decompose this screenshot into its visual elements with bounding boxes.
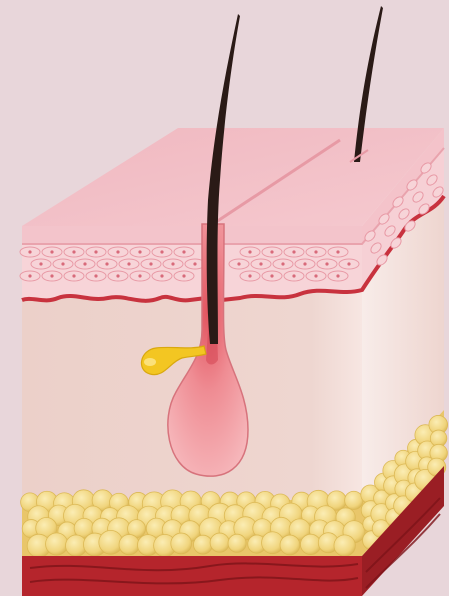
cell-nucleus: [270, 274, 273, 277]
cell-nucleus: [325, 262, 328, 265]
cell-nucleus: [50, 250, 53, 253]
cell-nucleus: [61, 262, 64, 265]
cell-nucleus: [28, 274, 31, 277]
cell-nucleus: [105, 262, 108, 265]
cell-nucleus: [116, 250, 119, 253]
cell-nucleus: [347, 262, 350, 265]
cell-nucleus: [39, 262, 42, 265]
epidermis-front: [22, 226, 362, 244]
cell-nucleus: [83, 262, 86, 265]
fat-lobule: [345, 491, 363, 509]
fat-lobule: [210, 533, 229, 552]
cell-nucleus: [182, 250, 185, 253]
cell-nucleus: [314, 274, 317, 277]
fat-lobule: [46, 533, 68, 555]
cell-nucleus: [138, 250, 141, 253]
cell-nucleus: [94, 274, 97, 277]
fat-lobule: [193, 535, 212, 554]
cell-nucleus: [149, 262, 152, 265]
cell-nucleus: [182, 274, 185, 277]
fat-lobule: [300, 534, 320, 554]
cell-nucleus: [281, 262, 284, 265]
cell-nucleus: [336, 274, 339, 277]
cell-nucleus: [138, 274, 141, 277]
cell-nucleus: [193, 262, 196, 265]
cell-nucleus: [72, 274, 75, 277]
fat-lobule: [171, 533, 192, 554]
cell-nucleus: [314, 250, 317, 253]
fat-lobule: [119, 534, 139, 554]
cell-nucleus: [171, 262, 174, 265]
cell-nucleus: [336, 250, 339, 253]
cell-nucleus: [127, 262, 130, 265]
cell-nucleus: [259, 262, 262, 265]
cell-nucleus: [160, 274, 163, 277]
cell-nucleus: [72, 250, 75, 253]
cell-nucleus: [248, 250, 251, 253]
cell-nucleus: [160, 250, 163, 253]
cell-nucleus: [248, 274, 251, 277]
cell-nucleus: [116, 274, 119, 277]
cell-nucleus: [303, 262, 306, 265]
cell-nucleus: [292, 274, 295, 277]
fat-lobule: [280, 535, 300, 555]
cell-nucleus: [292, 250, 295, 253]
muscle-layer-front: [22, 556, 362, 596]
cell-nucleus: [50, 274, 53, 277]
cell-nucleus: [237, 262, 240, 265]
cell-nucleus: [94, 250, 97, 253]
cell-nucleus: [270, 250, 273, 253]
cell-nucleus: [28, 250, 31, 253]
sebaceous-gland-highlight: [144, 358, 156, 366]
fat-lobule: [334, 535, 355, 556]
fat-lobule: [228, 534, 246, 552]
